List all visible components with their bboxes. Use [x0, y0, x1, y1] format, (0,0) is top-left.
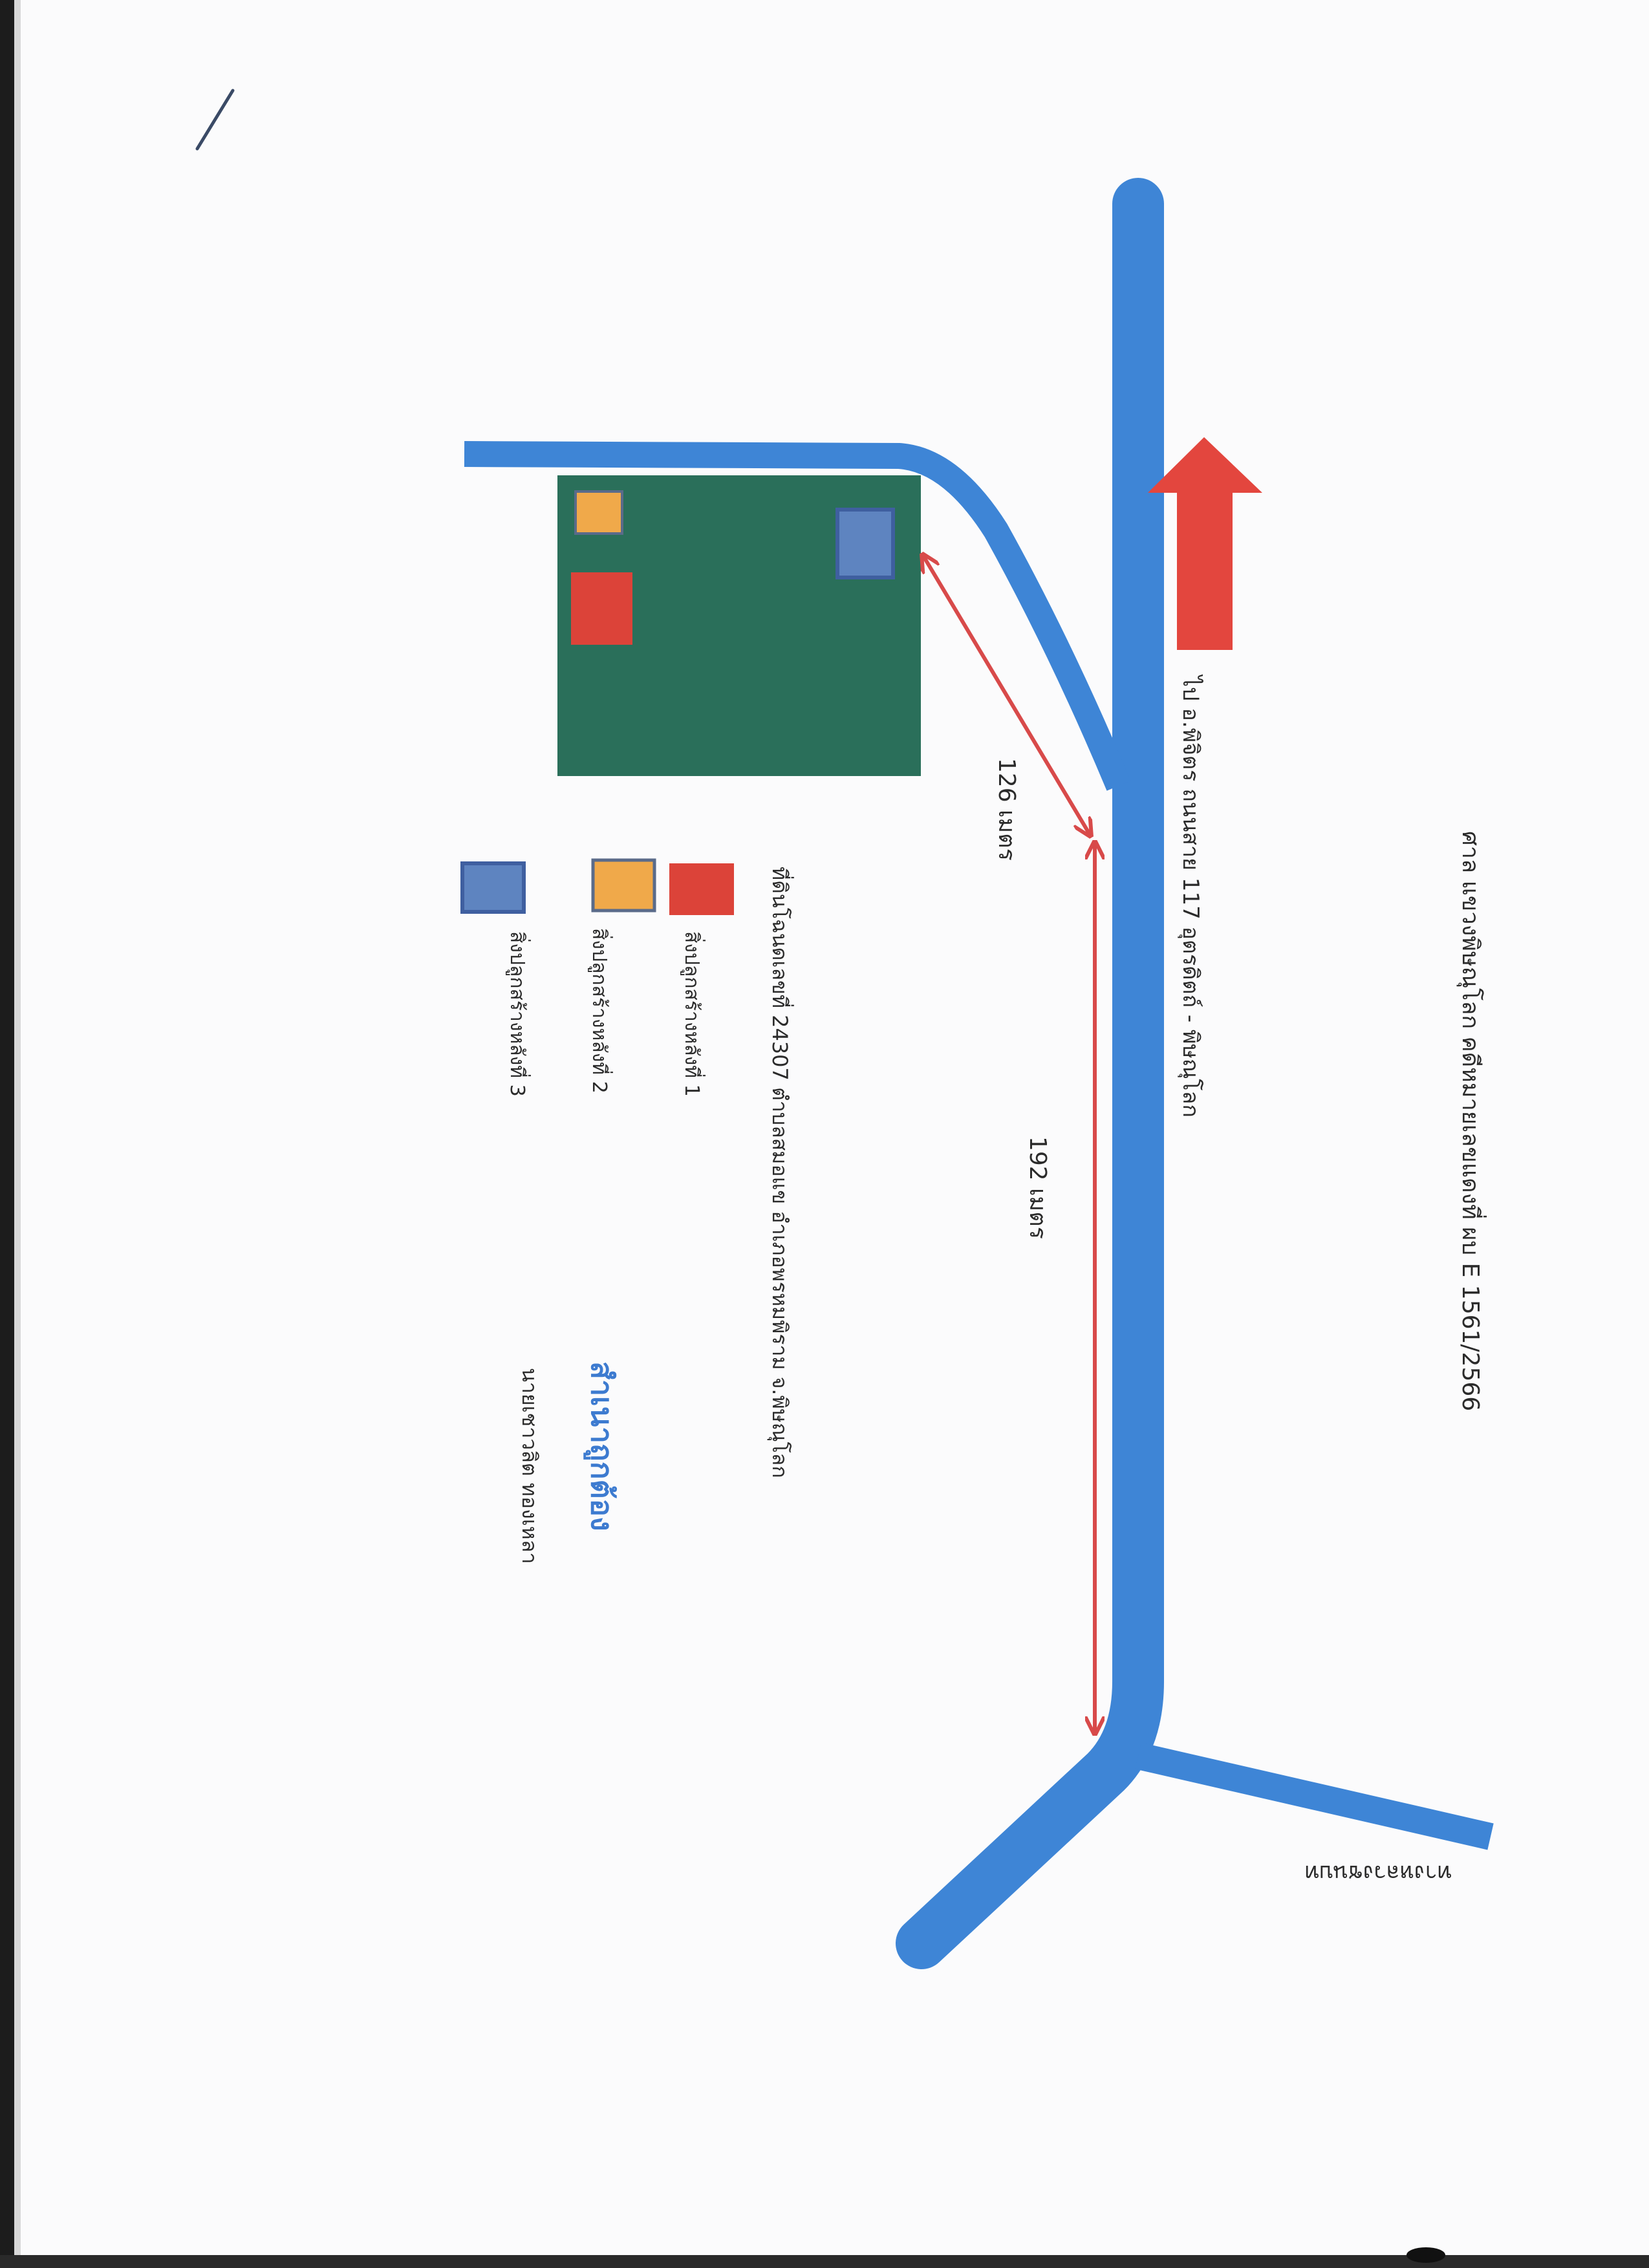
scan-blot [1406, 2247, 1445, 2263]
pen-mark [195, 89, 235, 151]
legend-3-label: สิ่งปลูกสร้างหลังที่ 3 [506, 931, 531, 1097]
arrow-up-icon [1148, 437, 1262, 650]
legend-2-swatch [591, 858, 656, 913]
building-1-marker [571, 572, 632, 645]
highway-label: ไป อ.พิจิตร ถนนสาย 117 อุตรดิตถ์ - พิษณุ… [1178, 674, 1203, 1118]
certified-stamp-text: สำเนาถูกต้อง [583, 1361, 620, 1531]
bottom-road-label: ทางหลวงชนบท [1305, 1860, 1452, 1886]
legend-1-label: สิ่งปลูกสร้างหลังที่ 1 [680, 931, 706, 1097]
scan-edge-shadow [14, 0, 21, 2255]
legend-1-swatch [669, 863, 734, 915]
distance-126-label: 126 เมตร [993, 758, 1020, 861]
legend-2-label: สิ่งปลูกสร้างหลังที่ 2 [588, 928, 613, 1094]
main-highway [896, 178, 1164, 1969]
case-header-label: ศาล แขวงพิษณุโลก คดีหมายเลขแดงที่ ผบ E 1… [1456, 831, 1487, 1411]
officer-name-label: นายเชาวลิต ทองเหลา [517, 1368, 542, 1564]
scan-edge-bottom [0, 2255, 1649, 2268]
measure-126-arrow [923, 556, 1090, 834]
distance-192-label: 192 เมตร [1024, 1136, 1051, 1239]
scan-edge-left [0, 0, 14, 2268]
building-2-marker [574, 490, 623, 535]
building-3-marker [835, 508, 895, 579]
road-network [464, 178, 1494, 1969]
land-title-label: ที่ดินโฉนดเลขที่ 24307 ตำบลสมอแข อำเภอพร… [767, 867, 794, 1478]
bottom-branch-road [1135, 1742, 1494, 1850]
legend-3-swatch [460, 861, 526, 914]
